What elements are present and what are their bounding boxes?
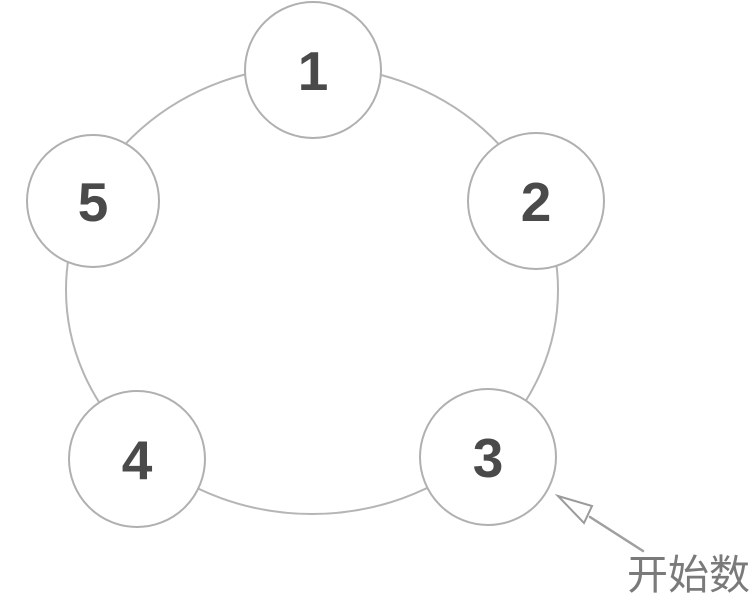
- node-3: 3: [419, 388, 557, 526]
- node-4-circle: [68, 390, 206, 528]
- node-4: 4: [68, 390, 206, 528]
- node-2-circle: [467, 132, 605, 270]
- node-1-circle: [244, 1, 382, 139]
- arrow-tail-line: [588, 515, 645, 553]
- node-3-circle: [419, 388, 557, 526]
- node-5-circle: [26, 134, 160, 268]
- node-1: 1: [244, 1, 382, 139]
- start-annotation-label: 开始数: [627, 552, 750, 598]
- node-5: 5: [26, 134, 160, 268]
- start-pointer-arrow: [554, 493, 645, 553]
- node-3-label: 3: [473, 427, 504, 489]
- arrow-head-icon: [554, 493, 594, 525]
- node-2-label: 2: [521, 171, 552, 233]
- node-4-label: 4: [122, 429, 153, 491]
- node-2: 2: [467, 132, 605, 270]
- node-5-label: 5: [78, 171, 109, 233]
- node-1-label: 1: [298, 40, 329, 102]
